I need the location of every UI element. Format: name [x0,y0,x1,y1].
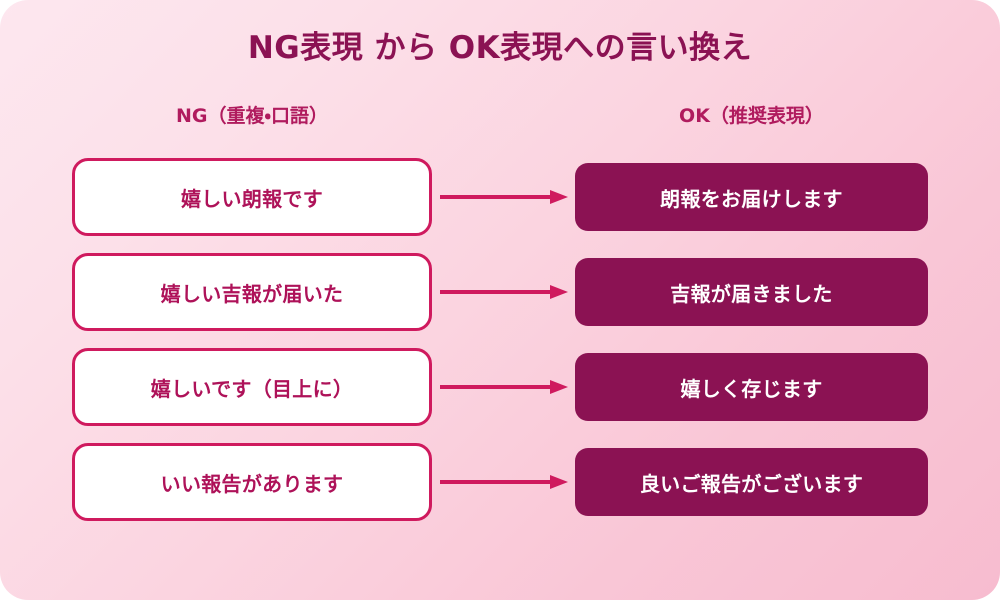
ng-card-label: 嬉しいです（目上に） [150,376,354,401]
ok-card-label: 良いご報告がございます [639,471,864,496]
arrow-right-icon [440,285,568,299]
ok-card[interactable]: 良いご報告がございます [575,448,928,516]
comparison-row: いい報告があります 良いご報告がございます [0,443,1000,521]
page-title: NG表現 から OK表現への言い換え [247,30,753,66]
ng-card-label: 嬉しい朗報です [180,186,324,211]
ok-card[interactable]: 朗報をお届けします [575,163,928,231]
ng-card[interactable]: 嬉しい朗報です [72,158,432,236]
comparison-row: 嬉しいです（目上に） 嬉しく存じます [0,348,1000,426]
ng-card[interactable]: 嬉しい吉報が届いた [72,253,432,331]
ok-card-label: 吉報が届きました [670,281,833,306]
arrow-right-icon [440,475,568,489]
ok-card-label: 朗報をお届けします [660,186,843,211]
ok-card[interactable]: 吉報が届きました [575,258,928,326]
comparison-row: 嬉しい吉報が届いた 吉報が届きました [0,253,1000,331]
ng-card-label: 嬉しい吉報が届いた [160,281,344,306]
arrow-right-icon [440,190,568,204]
ok-card[interactable]: 嬉しく存じます [575,353,928,421]
ng-card[interactable]: 嬉しいです（目上に） [72,348,432,426]
arrow-right-icon [440,380,568,394]
ng-card-label: いい報告があります [160,471,344,496]
ok-card-label: 嬉しく存じます [680,376,823,401]
comparison-row: 嬉しい朗報です 朗報をお届けします [0,158,1000,236]
column-header-ng: NG（重複・口語） [176,105,328,127]
comparison-rows: 嬉しい朗報です 朗報をお届けします 嬉しい吉報が届いた [0,158,1000,538]
column-header-ok: OK（推奨表現） [679,105,824,127]
ng-card[interactable]: いい報告があります [72,443,432,521]
